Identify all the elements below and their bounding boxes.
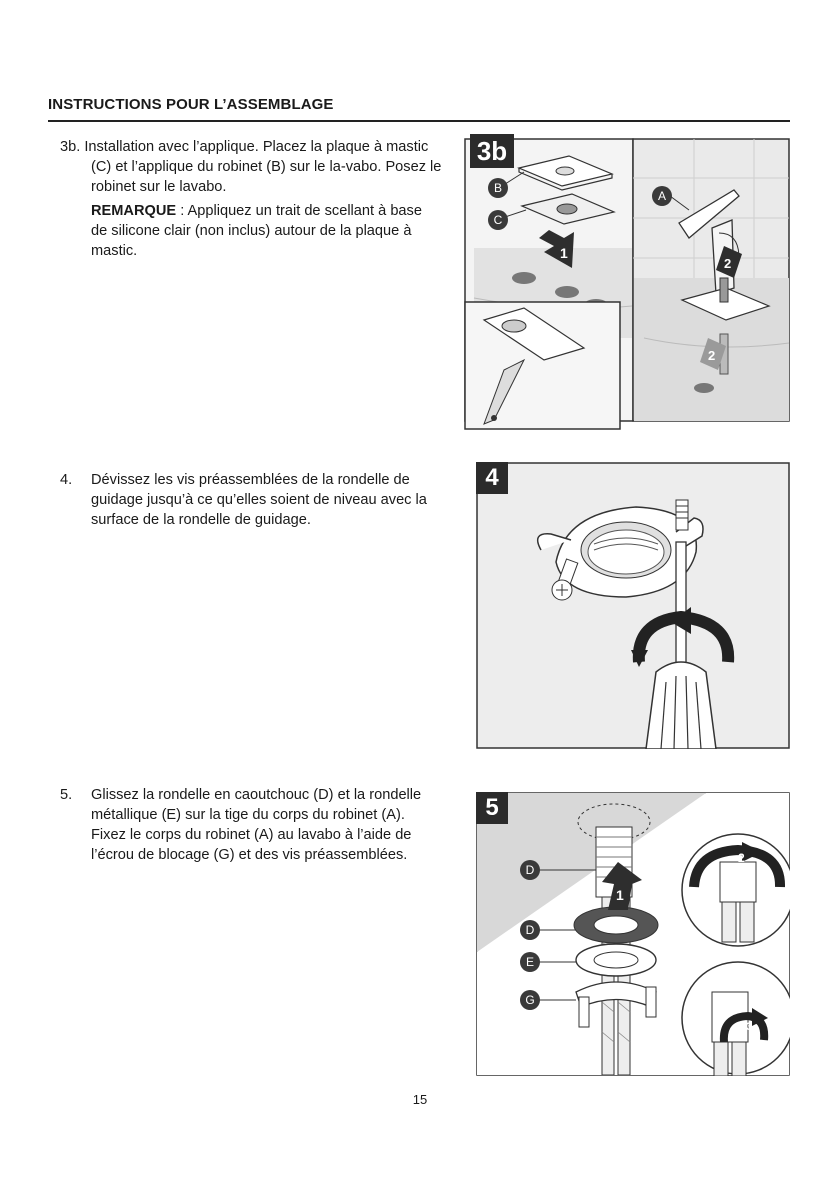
arrow-1-label: 1 (560, 245, 568, 261)
callout-d: D (520, 860, 540, 880)
figure-tag: 4 (476, 462, 508, 494)
callout-a: A (652, 186, 672, 206)
callout-c: C (488, 210, 508, 230)
note-text: : Appliquez un trait de scellant à base … (91, 203, 422, 259)
step-3b-text: 3b. Installation avec l’applique. Placez… (60, 139, 442, 195)
page-number: 15 (412, 1092, 428, 1107)
note-label: REMARQUE (91, 203, 177, 219)
step-5-text: Glissez la rondelle en caoutchouc (D) et… (91, 787, 422, 863)
callout-b: B (488, 178, 508, 198)
figure-3b-illustration: 1 2 2 (464, 138, 790, 430)
step-4: 4. Dévissez les vis préassemblées de la … (60, 470, 442, 530)
figure-tag: 5 (476, 792, 508, 824)
step-3b-note: REMARQUE : Appliquez un trait de scellan… (91, 201, 442, 261)
figure-4-illustration (476, 462, 790, 750)
callout-d: D (520, 920, 540, 940)
callout-e: E (520, 952, 540, 972)
callout-g: G (520, 990, 540, 1010)
step-5: 5. Glissez la rondelle en caoutchouc (D)… (60, 785, 442, 865)
step-number: 5. (60, 787, 73, 803)
step-number: 4. (60, 472, 73, 488)
arrow-1-label: 1 (616, 887, 624, 903)
step-4-text: Dévissez les vis préassemblées de la ron… (91, 472, 427, 528)
section-heading: INSTRUCTIONS POUR L’ASSEMBLAGE (48, 96, 790, 122)
figure-5: 1 2 3 5 D D E G (476, 792, 795, 1077)
arrow-2-label: 2 (738, 851, 745, 865)
arrow-3-label: 3 (746, 1021, 752, 1033)
step-3b: 3b. Installation avec l’applique. Placez… (60, 137, 442, 265)
figure-tag: 3b (470, 134, 514, 168)
arrow-2b-label: 2 (708, 348, 715, 363)
arrow-2-label: 2 (724, 256, 731, 271)
figure-3b: 1 2 2 3b B (464, 134, 790, 430)
figure-4: 4 (476, 462, 790, 750)
